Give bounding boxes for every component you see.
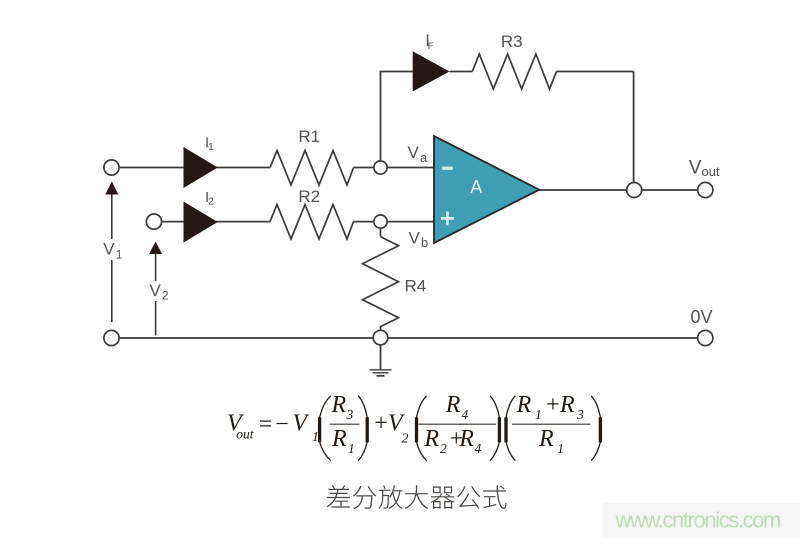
svg-text:out: out [236, 427, 255, 442]
svg-text:a: a [420, 150, 428, 165]
svg-text:4: 4 [462, 407, 469, 422]
svg-text:V: V [227, 411, 244, 437]
svg-text:=: = [257, 412, 273, 438]
svg-text:R: R [445, 392, 461, 418]
svg-text:R1: R1 [298, 127, 320, 146]
svg-text:2: 2 [162, 289, 169, 303]
svg-text:V: V [689, 158, 702, 179]
svg-text:3: 3 [576, 407, 584, 422]
svg-text:I: I [425, 32, 430, 50]
svg-text:1: 1 [557, 441, 564, 456]
svg-text:+: + [545, 392, 561, 418]
svg-text:0V: 0V [691, 307, 713, 327]
svg-text:R2: R2 [298, 187, 320, 206]
svg-text:1: 1 [348, 441, 355, 456]
svg-text:3: 3 [346, 407, 354, 422]
svg-text:R: R [559, 392, 575, 418]
svg-text:R3: R3 [501, 32, 523, 51]
svg-text:I: I [205, 189, 209, 206]
svg-text:V: V [149, 281, 161, 300]
svg-text:R: R [423, 426, 439, 452]
svg-text:1: 1 [116, 247, 123, 261]
svg-text:+: + [448, 426, 464, 452]
svg-text:R: R [516, 392, 532, 418]
svg-text:I: I [205, 134, 209, 151]
svg-text:R: R [538, 426, 554, 452]
svg-text:R4: R4 [405, 277, 427, 296]
svg-text:b: b [421, 235, 428, 250]
svg-text:−: − [274, 412, 290, 438]
svg-text:R: R [458, 426, 474, 452]
svg-text:1: 1 [535, 407, 542, 422]
svg-text:R: R [331, 392, 347, 418]
svg-text:1: 1 [312, 430, 319, 445]
svg-text:A: A [470, 177, 482, 197]
svg-text:F: F [428, 41, 434, 52]
svg-text:V: V [103, 240, 115, 259]
svg-text:out: out [702, 164, 720, 179]
svg-text:V: V [408, 143, 420, 162]
svg-text:V: V [409, 228, 421, 247]
svg-text:1: 1 [208, 141, 214, 153]
svg-text:2: 2 [440, 441, 447, 456]
svg-text:2: 2 [402, 432, 409, 447]
svg-text:2: 2 [208, 196, 214, 208]
svg-text:V: V [293, 411, 310, 437]
svg-text:www.cntronics.com: www.cntronics.com [615, 508, 781, 533]
svg-text:4: 4 [475, 441, 482, 456]
svg-text:R: R [331, 426, 347, 452]
svg-text:+: + [373, 411, 389, 437]
svg-text:V: V [388, 411, 405, 437]
